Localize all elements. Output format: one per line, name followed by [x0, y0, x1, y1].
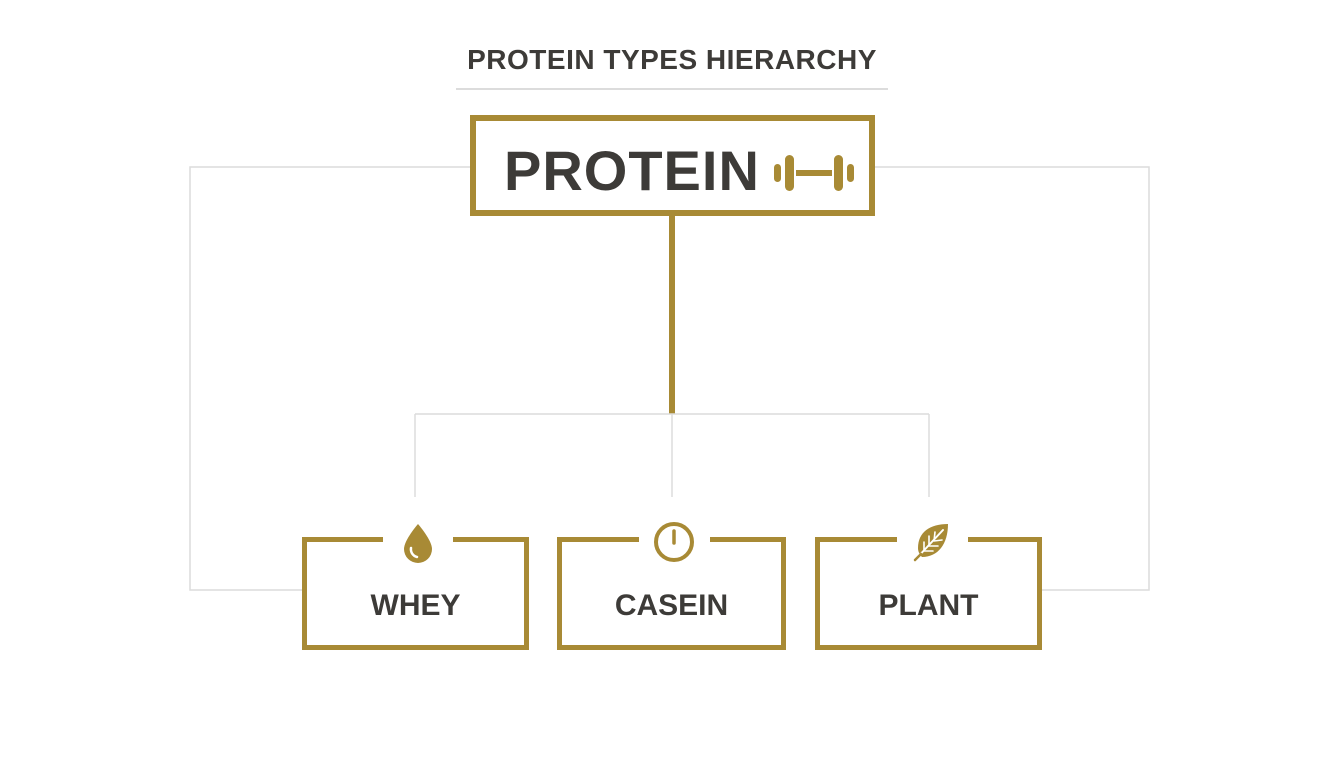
root-label: PROTEIN: [504, 139, 760, 202]
connector-left-outer: [189, 166, 470, 591]
whey-label: WHEY: [370, 589, 461, 622]
plant-label: PLANT: [878, 589, 979, 622]
child-node-plant: PLANT: [815, 524, 1042, 650]
casein-label: CASEIN: [614, 589, 729, 622]
diagram-title: PROTEIN TYPES HIERARCHY: [467, 44, 877, 75]
title-underline: [456, 88, 888, 90]
root-node: PROTEIN: [470, 115, 875, 216]
child-node-casein: CASEIN: [557, 522, 786, 650]
droplet-icon: [404, 524, 432, 563]
child-node-whey: WHEY: [302, 524, 529, 650]
clock-icon: [654, 522, 694, 562]
dumbbell-icon: [774, 155, 854, 191]
connector-right-outer: [875, 166, 1150, 591]
leaf-icon: [913, 524, 948, 562]
